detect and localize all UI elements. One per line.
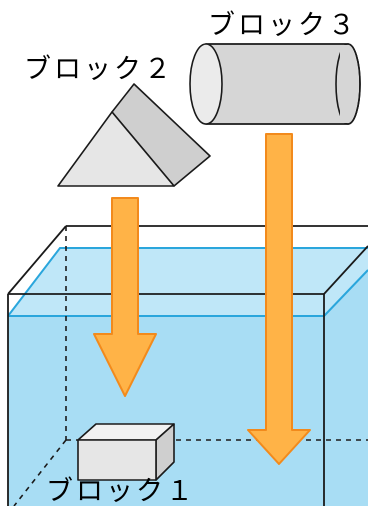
arrow-block2 [93, 197, 157, 397]
water-surface [8, 248, 368, 316]
arrow-block3 [247, 133, 311, 465]
block1-box [77, 423, 175, 481]
block3-body [205, 43, 349, 125]
block2-prism [57, 83, 211, 187]
water-right-face [324, 270, 368, 506]
label-block2: ブロック２ [24, 54, 174, 85]
water-surface-line-right [323, 269, 368, 317]
label-block3: ブロック３ [208, 10, 358, 41]
block3-left-end [189, 43, 223, 125]
water [7, 247, 368, 506]
block1-front [77, 439, 157, 481]
label-block1: ブロック１ [46, 476, 196, 507]
block3-cylinder [189, 43, 361, 125]
block2-front-face [57, 111, 175, 187]
